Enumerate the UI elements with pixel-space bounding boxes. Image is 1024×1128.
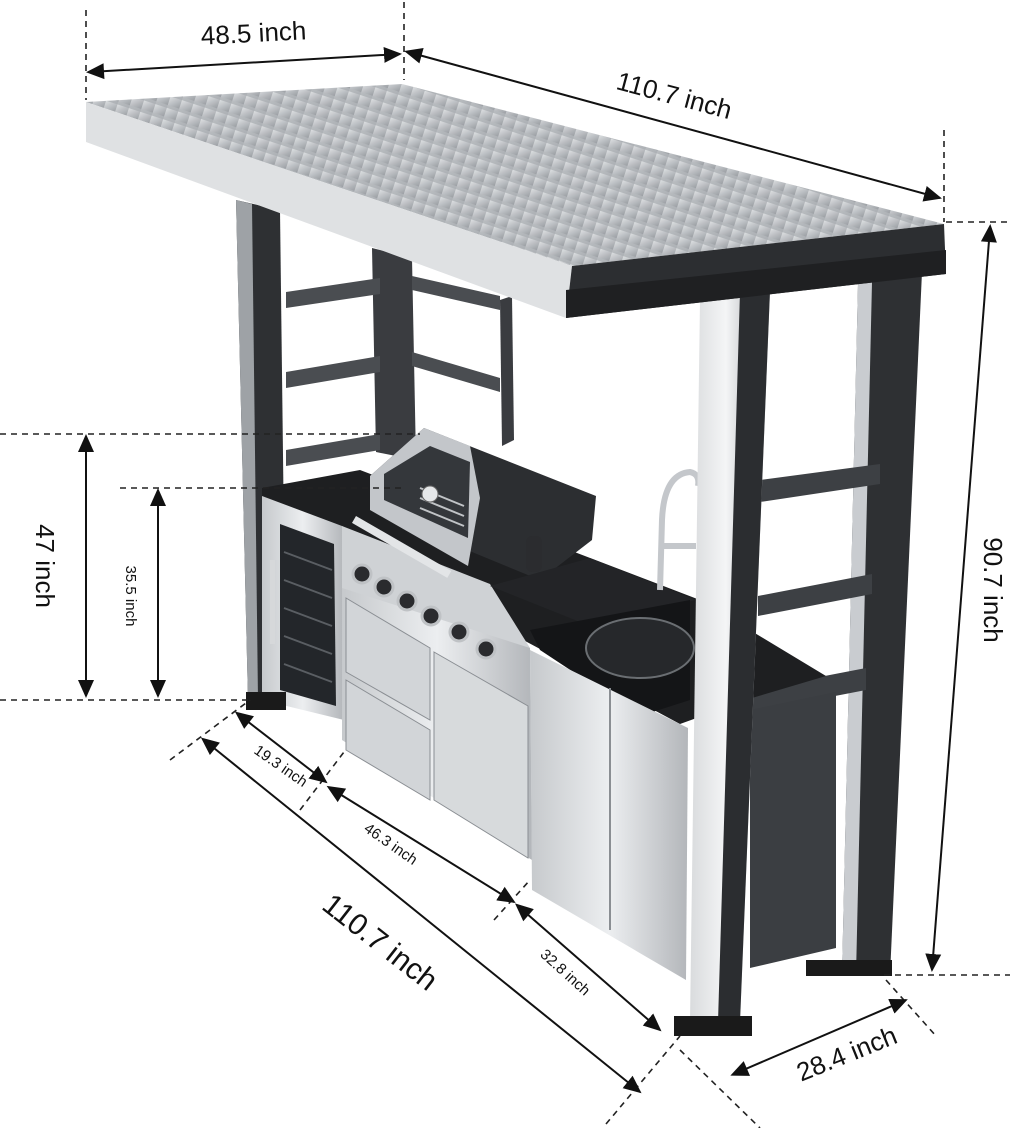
base-length-label: 110.7 inch	[316, 888, 444, 998]
roof-depth-label: 48.5 inch	[200, 15, 307, 50]
right-frame	[750, 272, 922, 976]
corrugated-roof-icon	[86, 84, 946, 318]
counter-height-label: 47 inch	[30, 524, 60, 608]
fridge-width-label: 19.3 inch	[251, 742, 311, 791]
base-depth-label: 28.4 inch	[792, 1020, 901, 1087]
dimension-arrows	[78, 46, 997, 1094]
faucet-icon	[657, 468, 702, 591]
grill-knobs	[351, 563, 497, 660]
sink-width-label: 32.8 inch	[537, 946, 594, 999]
total-height-label: 90.7 inch	[978, 537, 1008, 643]
back-frame	[236, 200, 514, 700]
grill-width-label: 46.3 inch	[361, 820, 421, 869]
roof-length-label: 110.7 inch	[613, 66, 735, 126]
grill-height-label: 35.5 inch	[122, 566, 139, 627]
